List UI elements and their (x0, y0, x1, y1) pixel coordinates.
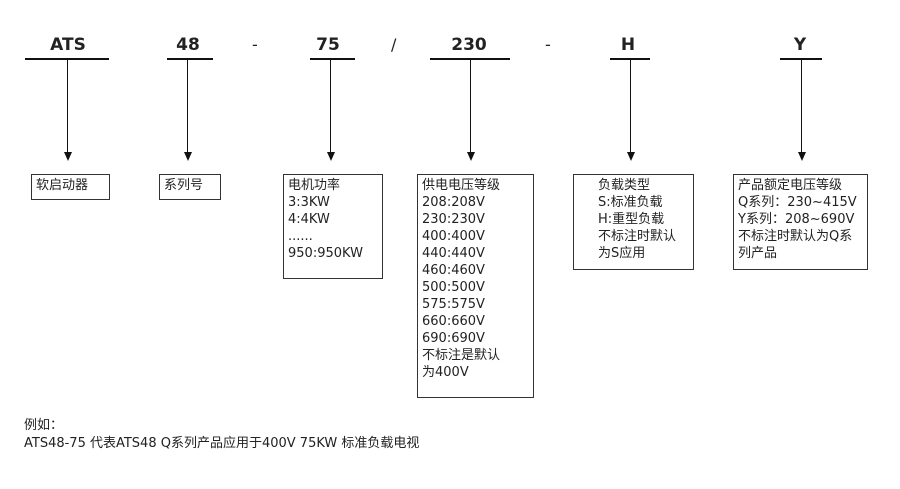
box-power-line: 4:4KW (288, 212, 330, 227)
box-power-line: 3:3KW (288, 195, 330, 210)
box-voltage-line: 不标注是默认 (422, 348, 501, 363)
code-power: 75 (316, 35, 340, 55)
connector-voltage (470, 60, 471, 152)
box-voltage-line: 230:230V (422, 212, 485, 227)
box-power-line: 电机功率 (288, 178, 341, 193)
box-load-line: H:重型负载 (598, 212, 665, 227)
underline-ats (25, 58, 109, 60)
box-voltage-line: 208:208V (422, 195, 485, 210)
example-block: 例如： ATS48-75 代表ATS48 Q系列产品应用于400V 75KW 标… (24, 417, 419, 453)
example-label: 例如： (24, 418, 64, 433)
connector-grade (801, 60, 802, 152)
arrow-series-icon (183, 152, 192, 161)
box-load: 负载类型 S:标准负载 H:重型负载 不标注时默认 为S应用 (573, 174, 694, 270)
box-voltage: 供电电压等级 208:208V 230:230V 400:400V 440:44… (417, 174, 534, 398)
box-ats-line: 软启动器 (36, 178, 89, 193)
underline-series (167, 58, 213, 60)
code-load: H (620, 35, 636, 55)
box-grade-line: Y系列：208~690V (738, 212, 855, 227)
box-series-line: 系列号 (164, 178, 204, 193)
example-text: ATS48-75 代表ATS48 Q系列产品应用于400V 75KW 标准负载电… (24, 436, 420, 451)
box-voltage-line: 供电电压等级 (422, 178, 501, 193)
arrow-voltage-icon (466, 152, 475, 161)
box-voltage-line: 400:400V (422, 229, 485, 244)
box-voltage-line: 440:440V (422, 246, 485, 261)
separator-slash: / (391, 35, 397, 54)
box-grade-line: 产品额定电压等级 (738, 178, 843, 193)
code-grade: Y (793, 35, 807, 55)
box-power: 电机功率 3:3KW 4:4KW ...... 950:950KW (283, 174, 383, 279)
box-ats: 软启动器 (31, 174, 110, 200)
box-load-line: 为S应用 (598, 246, 646, 261)
arrow-ats-icon (63, 152, 72, 161)
box-voltage-line: 660:660V (422, 314, 485, 329)
box-voltage-line: 为400V (422, 365, 469, 380)
underline-power (310, 58, 355, 60)
separator-dash-1: - (252, 35, 258, 54)
arrow-power-icon (326, 152, 335, 161)
arrow-load-icon (626, 152, 635, 161)
connector-power (330, 60, 331, 152)
separator-dash-2: - (545, 35, 551, 54)
box-grade-line: Q系列：230~415V (738, 195, 857, 210)
connector-ats (67, 60, 68, 152)
box-voltage-line: 500:500V (422, 280, 485, 295)
connector-load (630, 60, 631, 152)
box-grade: 产品额定电压等级 Q系列：230~415V Y系列：208~690V 不标注时默… (733, 174, 868, 270)
connector-series (187, 60, 188, 152)
code-ats: ATS (50, 35, 86, 55)
underline-grade (780, 58, 822, 60)
box-voltage-line: 690:690V (422, 331, 485, 346)
arrow-grade-icon (797, 152, 806, 161)
code-series: 48 (176, 35, 200, 55)
underline-voltage (430, 58, 510, 60)
box-power-line: ...... (288, 229, 313, 244)
box-power-line: 950:950KW (288, 246, 363, 261)
underline-load (610, 58, 650, 60)
box-series: 系列号 (159, 174, 221, 200)
box-load-line: 负载类型 (598, 178, 651, 193)
box-load-line: S:标准负载 (598, 195, 663, 210)
box-voltage-line: 575:575V (422, 297, 485, 312)
code-voltage: 230 (451, 35, 487, 55)
box-grade-line: 不标注时默认为Q系 (738, 229, 853, 244)
box-grade-line: 列产品 (738, 246, 778, 261)
box-voltage-line: 460:460V (422, 263, 485, 278)
box-load-line: 不标注时默认 (598, 229, 677, 244)
